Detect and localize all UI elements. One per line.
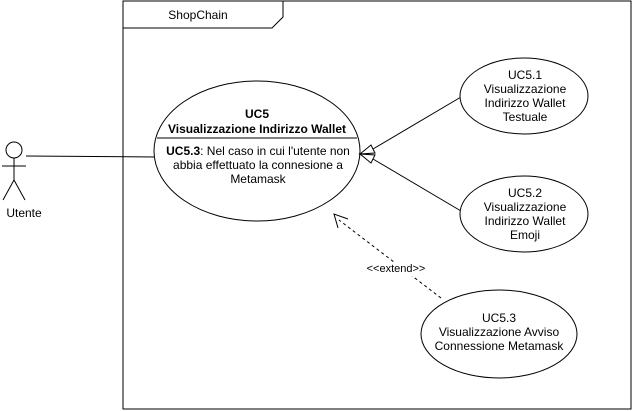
association-line: [25, 155, 157, 158]
uc51-id: UC5.1: [507, 68, 542, 82]
extension-point-ref: UC5.3: [166, 144, 201, 158]
extend-line: [338, 219, 442, 299]
uc5-id: UC5: [244, 107, 269, 121]
actor-name: Utente: [6, 206, 42, 220]
uc52-line-1: Visualizzazione: [483, 200, 567, 214]
uc51-line-3: Testuale: [502, 110, 548, 124]
generalization-uc52-line: [372, 158, 462, 212]
uc53-line-2: Connessione Metamask: [434, 339, 564, 353]
uc53-id: UC5.3: [481, 311, 516, 325]
actor-utente-figure: [2, 141, 26, 201]
uc52-line-3: Emoji: [509, 228, 540, 242]
uc5-title: UC5 Visualizzazione Indirizzo Wallet: [156, 107, 358, 137]
extend-stereotype-label: <<extend>>: [340, 262, 452, 276]
uc51-line-1: Visualizzazione: [483, 82, 567, 96]
uc53-line-1: Visualizzazione Avviso: [438, 325, 560, 339]
uc51-ellipse[interactable]: [459, 57, 589, 135]
extend-arrowhead: [333, 213, 349, 229]
generalization-arrowhead-1: [358, 144, 376, 155]
extension-point-text: : Nel caso in cui l'utente non abbia eff…: [173, 144, 350, 186]
uc52-label: UC5.2 Visualizzazione Indirizzo Wallet E…: [460, 186, 590, 242]
system-boundary: [122, 0, 632, 410]
uc53-ellipse[interactable]: [420, 289, 578, 379]
uc5-ellipse[interactable]: [153, 80, 361, 222]
uc52-line-2: Indirizzo Wallet: [484, 214, 566, 228]
uc5-name: Visualizzazione Indirizzo Wallet: [167, 122, 347, 136]
generalization-uc51-line: [372, 96, 462, 150]
system-name: ShopChain: [168, 8, 228, 22]
system-name-tab: [123, 1, 284, 29]
generalization-arrowhead-2: [358, 153, 376, 164]
uc52-ellipse[interactable]: [459, 175, 589, 253]
uc53-label: UC5.3 Visualizzazione Avviso Connessione…: [421, 311, 577, 353]
uc51-line-2: Indirizzo Wallet: [484, 96, 566, 110]
uc5-extension-point: UC5.3: Nel caso in cui l'utente non abbi…: [160, 144, 356, 186]
uc51-label: UC5.1 Visualizzazione Indirizzo Wallet T…: [460, 68, 590, 124]
uc52-id: UC5.2: [507, 186, 542, 200]
